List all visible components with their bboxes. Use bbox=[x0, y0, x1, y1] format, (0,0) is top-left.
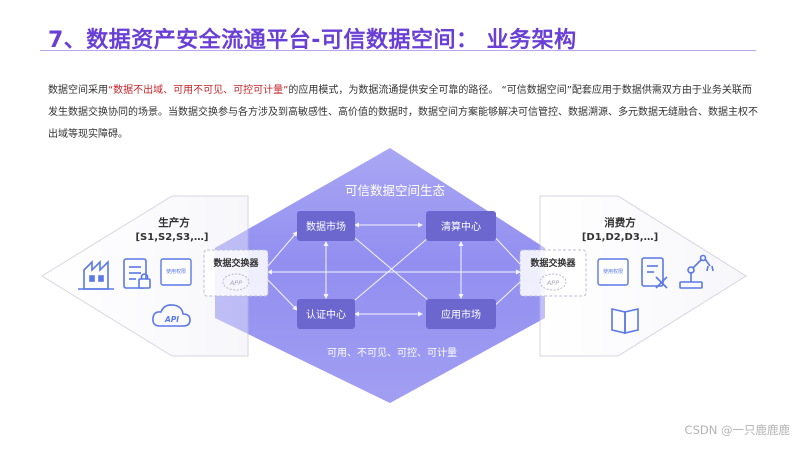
node-app-market: 应用市场 bbox=[426, 299, 496, 329]
usage-permit-icon: 使用权限 bbox=[160, 258, 192, 286]
consumer-exchanger-label: 数据交换器 bbox=[530, 257, 576, 269]
book-icon bbox=[611, 307, 639, 335]
producer-exchanger: 数据交换器 APP bbox=[203, 249, 269, 297]
producer-ids: [S1,S2,S3,…] bbox=[135, 232, 208, 243]
rejected-document-icon bbox=[641, 257, 668, 289]
node-auth-center: 认证中心 bbox=[297, 299, 355, 329]
ecosystem-label: 可信数据空间生态 bbox=[345, 183, 445, 198]
node-clearing-center-label: 清算中心 bbox=[441, 220, 481, 233]
link-diagonal-2 bbox=[354, 237, 429, 301]
producer-license-label: 使用权限 bbox=[166, 268, 186, 275]
factory-icon bbox=[78, 260, 114, 290]
consumer-title: 消费方 bbox=[604, 216, 636, 229]
usage-permit-icon: 使用权限 bbox=[597, 258, 629, 286]
intro-paragraph: 数据空间采用“数据不出域、可用不可见、可控可计量”的应用模式，为数据流通提供安全… bbox=[48, 80, 760, 146]
intro-highlight: “数据不出域、可用不可见、可控可计量” bbox=[108, 85, 289, 96]
robot-arm-icon bbox=[679, 254, 714, 289]
node-data-market: 数据市场 bbox=[297, 211, 355, 241]
intro-lead: 数据空间采用 bbox=[48, 85, 108, 96]
cloud-api-icon: API bbox=[152, 304, 191, 327]
link-producer-market bbox=[267, 231, 298, 267]
consumer-app-badge bbox=[539, 273, 567, 291]
consumer-license-label: 使用权限 bbox=[603, 268, 623, 275]
consumer-app-label: APP bbox=[546, 279, 559, 287]
connection-lines bbox=[267, 222, 521, 317]
link-producer-auth bbox=[267, 279, 298, 311]
title-underline bbox=[40, 50, 756, 51]
node-clearing-center: 清算中心 bbox=[426, 211, 496, 241]
consumer-exchanger: 数据交换器 APP bbox=[519, 249, 587, 297]
node-data-market-label: 数据市场 bbox=[306, 220, 346, 233]
page-title: 7、数据资产安全流通平台-可信数据空间： 业务架构 bbox=[48, 28, 577, 53]
intro-rest: 的应用模式，为数据流通提供安全可靠的路径。 “可信数据空间”配套应用于数据供需双… bbox=[48, 85, 758, 140]
node-app-market-label: 应用市场 bbox=[441, 308, 481, 321]
watermark: CSDN @一只鹿鹿鹿 bbox=[684, 423, 790, 437]
consumer-ids: [D1,D2,D3,…] bbox=[582, 232, 658, 243]
producer-app-label: APP bbox=[229, 279, 242, 287]
bottom-label: 可用、不可见、可控、可计量 bbox=[327, 346, 457, 359]
producer-api-label: API bbox=[164, 315, 179, 324]
producer-title: 生产方 bbox=[158, 216, 190, 229]
node-auth-center-label: 认证中心 bbox=[306, 308, 346, 321]
producer-exchanger-label: 数据交换器 bbox=[213, 257, 259, 269]
locked-document-icon bbox=[123, 258, 151, 289]
producer-app-badge bbox=[222, 273, 250, 291]
